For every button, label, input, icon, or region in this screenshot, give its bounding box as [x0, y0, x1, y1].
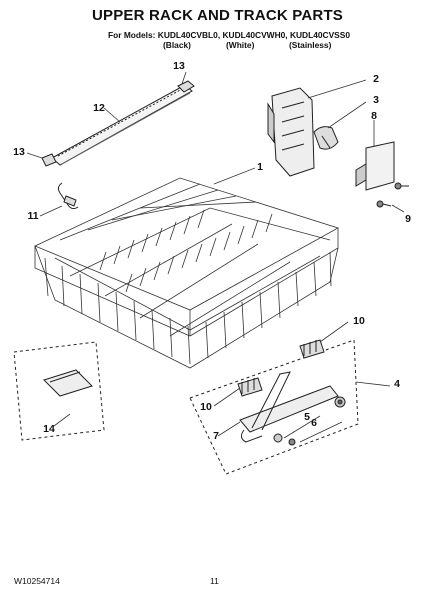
part-14-group-outline [13, 341, 105, 441]
finish-white-label: (White) [226, 40, 255, 50]
track-glide-part [237, 339, 325, 397]
upper-rack-basket [34, 177, 340, 369]
page-title: UPPER RACK AND TRACK PARTS [91, 7, 344, 24]
models-line: For Models: KUDL40CVBL0, KUDL40CVWH0, KU… [108, 30, 350, 40]
leader-lines [26, 71, 405, 443]
bracket-part [355, 141, 395, 191]
callout-14: 14 [43, 423, 55, 435]
track-stop-part [43, 369, 93, 397]
end-cap-part [41, 80, 195, 167]
callout-8: 8 [371, 110, 377, 122]
finish-stainless-label: (Stainless) [289, 40, 332, 50]
callout-10-bottom: 10 [200, 401, 212, 413]
track-assembly-group-outline [189, 339, 359, 475]
rack-adjuster-clip-part [313, 126, 339, 150]
callout-4: 4 [394, 378, 400, 390]
callout-2: 2 [373, 73, 379, 85]
callout-5: 5 [304, 411, 310, 423]
track-adjuster-part [239, 371, 339, 443]
screw-part [376, 182, 409, 208]
callout-13-top: 13 [173, 60, 185, 72]
page-number: 11 [210, 576, 219, 586]
tine-clip-assembly-part [267, 87, 315, 177]
document-number: W10254714 [14, 576, 60, 586]
callout-6: 6 [311, 417, 317, 429]
track-rail-part [51, 84, 193, 166]
callout-3: 3 [373, 94, 379, 106]
callout-10-top: 10 [353, 315, 365, 327]
callout-9: 9 [405, 213, 411, 225]
callout-11: 11 [27, 210, 39, 222]
callout-1: 1 [257, 161, 263, 173]
callout-12: 12 [93, 102, 105, 114]
wheel-part [273, 396, 346, 446]
rack-clip-part [57, 182, 79, 210]
callout-7: 7 [213, 430, 219, 442]
finish-black-label: (Black) [163, 40, 191, 50]
callout-13-left: 13 [13, 146, 25, 158]
